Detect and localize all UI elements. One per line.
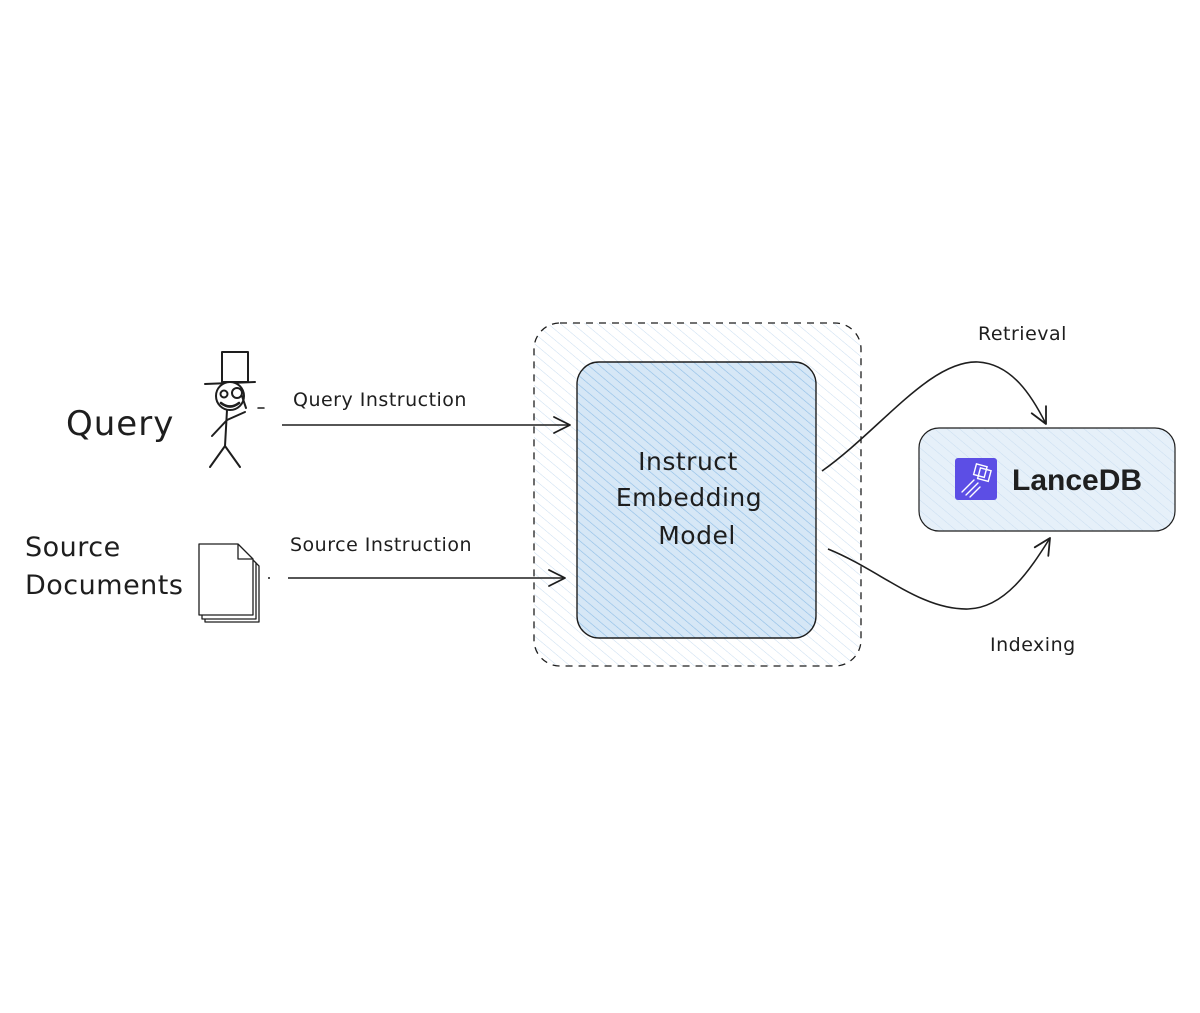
instruct-embedding-model-box[interactable] bbox=[576, 361, 817, 639]
source-instruction-label: Source Instruction bbox=[290, 534, 472, 556]
stick-figure-top-hat-icon bbox=[204, 351, 265, 468]
lancedb-logo-icon bbox=[955, 458, 997, 500]
indexing-label: Indexing bbox=[990, 634, 1076, 656]
retrieval-arrow bbox=[821, 361, 1047, 472]
model-label-line1: Instruct bbox=[638, 447, 738, 476]
document-stack-icon bbox=[198, 543, 260, 623]
model-label-line2: Embedding bbox=[616, 483, 762, 512]
model-label-line3: Model bbox=[658, 521, 736, 550]
retrieval-label: Retrieval bbox=[978, 323, 1067, 345]
lancedb-label: LanceDB bbox=[1012, 464, 1142, 497]
lancedb-box[interactable] bbox=[918, 427, 1176, 532]
indexing-arrow bbox=[827, 537, 1051, 610]
source-label-line1: Source bbox=[25, 532, 121, 563]
source-label-line2: Documents bbox=[25, 570, 183, 601]
query-label: Query bbox=[66, 404, 174, 444]
query-instruction-label: Query Instruction bbox=[293, 389, 467, 411]
stray-dot bbox=[268, 577, 270, 579]
